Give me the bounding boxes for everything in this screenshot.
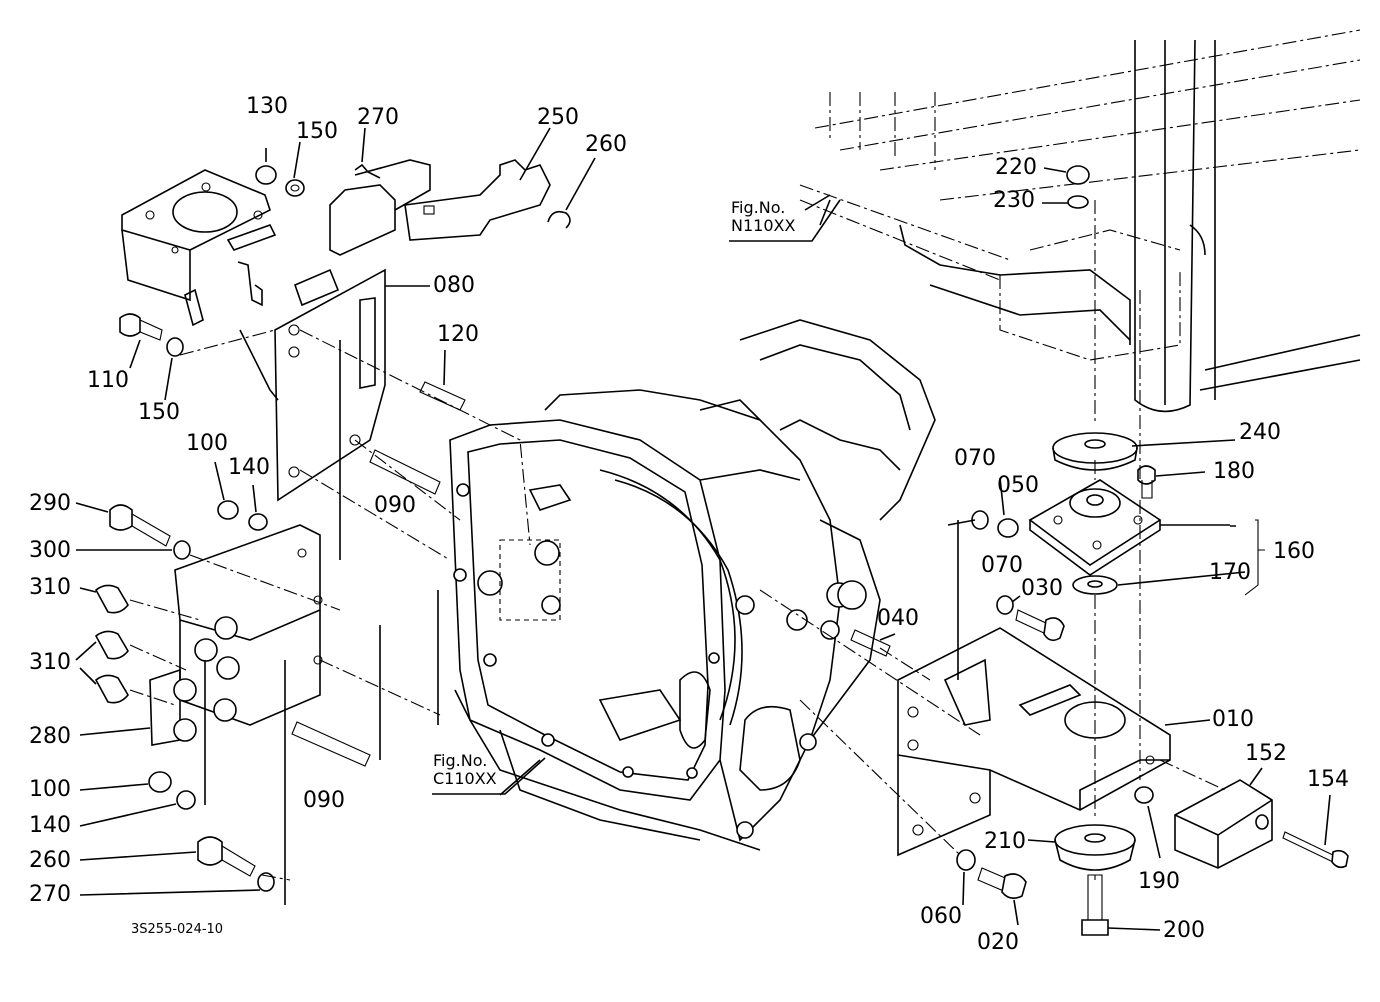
- part-label-150: 150: [138, 400, 180, 425]
- part-label-130: 130: [246, 94, 288, 119]
- part-label-040: 040: [877, 606, 919, 631]
- part-label-080: 080: [433, 273, 475, 298]
- part-label-270: 270: [357, 105, 399, 130]
- part-label-150: 150: [296, 119, 338, 144]
- figure-ref-n110xx: Fig.No. N110XX: [731, 198, 796, 236]
- part-label-260: 260: [585, 132, 627, 157]
- part-label-240: 240: [1239, 420, 1281, 445]
- part-label-160: 160: [1273, 539, 1315, 564]
- part-label-154: 154: [1307, 767, 1349, 792]
- part-label-290: 290: [29, 491, 71, 516]
- part-label-120: 120: [437, 322, 479, 347]
- part-label-200: 200: [1163, 918, 1205, 943]
- part-label-050: 050: [997, 473, 1039, 498]
- figure-ref-title: Fig.No.: [433, 751, 488, 770]
- part-label-100: 100: [186, 431, 228, 456]
- block-280: [149, 524, 323, 746]
- part-label-310: 310: [29, 575, 71, 600]
- part-label-210: 210: [984, 829, 1026, 854]
- leader-lines: [75, 127, 1331, 931]
- part-label-140: 140: [228, 455, 270, 480]
- part-label-140: 140: [29, 813, 71, 838]
- bracket-010: [897, 627, 1171, 857]
- part-label-110: 110: [87, 368, 129, 393]
- part-label-230: 230: [993, 188, 1035, 213]
- transmission-housing: [449, 319, 936, 851]
- part-label-310: 310: [29, 650, 71, 675]
- part-label-220: 220: [995, 155, 1037, 180]
- frame-assembly: [799, 29, 1361, 413]
- part-label-100: 100: [29, 777, 71, 802]
- part-label-090: 090: [374, 493, 416, 518]
- washer-170: [1072, 575, 1118, 595]
- washer-210: [1054, 824, 1136, 856]
- part-label-260: 260: [29, 848, 71, 873]
- part-label-090: 090: [303, 788, 345, 813]
- part-label-280: 280: [29, 724, 71, 749]
- part-label-170: 170: [1209, 560, 1251, 585]
- figure-ref-code: C110XX: [433, 769, 497, 789]
- part-label-300: 300: [29, 538, 71, 563]
- figure-ref-c110xx: Fig.No. C110XX: [433, 751, 497, 789]
- block-152: [1174, 779, 1273, 869]
- figure-ref-code: N110XX: [731, 216, 796, 236]
- part-label-152: 152: [1245, 741, 1287, 766]
- part-label-030: 030: [1021, 576, 1063, 601]
- bracket-080: [121, 169, 386, 502]
- drawing-code: 3S255-024-10: [131, 922, 224, 937]
- mount-160: [1028, 479, 1162, 576]
- part-label-060: 060: [920, 904, 962, 929]
- part-label-020: 020: [977, 930, 1019, 955]
- part-label-010: 010: [1212, 707, 1254, 732]
- bracket-250: [329, 159, 551, 256]
- part-label-190: 190: [1138, 869, 1180, 894]
- part-label-070: 070: [954, 446, 996, 471]
- part-label-070: 070: [981, 553, 1023, 578]
- part-label-250: 250: [537, 105, 579, 130]
- part-label-270: 270: [29, 882, 71, 907]
- fasteners: [94, 163, 1349, 936]
- part-label-180: 180: [1213, 459, 1255, 484]
- figure-ref-title: Fig.No.: [731, 198, 786, 217]
